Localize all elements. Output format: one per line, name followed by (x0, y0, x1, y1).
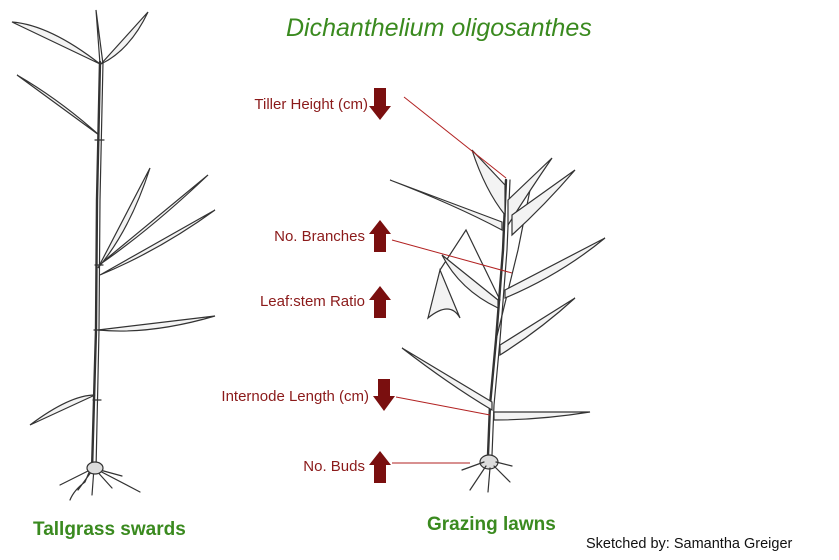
trait-label-leaf-stem-ratio: Leaf:stem Ratio (260, 293, 365, 310)
up-arrow-icon (369, 286, 391, 318)
trait-label-tiller-height: Tiller Height (cm) (254, 96, 368, 113)
grazing-lawn-tiller-sketch (390, 150, 605, 492)
up-arrow-icon (369, 220, 391, 252)
trait-label-buds: No. Buds (303, 458, 365, 475)
trait-label-branches: No. Branches (274, 228, 365, 245)
trait-label-internode-length: Internode Length (cm) (221, 388, 369, 405)
down-arrow-icon (373, 379, 395, 411)
caption-grazing-lawns: Grazing lawns (427, 514, 556, 536)
caption-tallgrass-swards: Tallgrass swards (33, 519, 186, 541)
tallgrass-tiller-sketch (12, 10, 215, 500)
down-arrow-icon (369, 88, 391, 120)
up-arrow-icon (369, 451, 391, 483)
leader-tiller-height (404, 97, 506, 178)
sketch-credit: Sketched by: Samantha Greiger (586, 536, 792, 552)
